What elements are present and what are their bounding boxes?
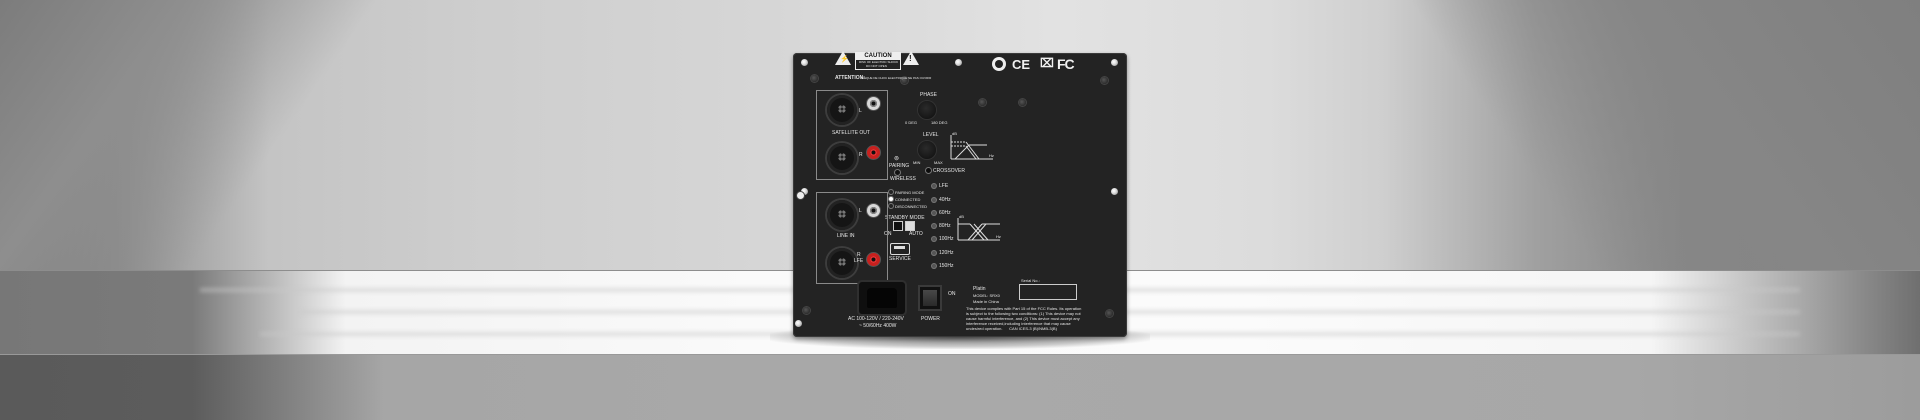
satellite-out-group [816, 90, 888, 180]
screw-icon [955, 59, 962, 66]
screw-icon [1101, 77, 1108, 84]
screw-icon [795, 320, 802, 327]
screw-icon [797, 192, 804, 199]
screw-icon [801, 59, 808, 66]
screw-icon [979, 99, 986, 106]
crossover-led-150hz [932, 264, 936, 268]
satellite-out-left-rca[interactable] [867, 97, 880, 110]
ce-mark-icon: CE [1012, 57, 1031, 72]
screw-icon [801, 188, 808, 195]
shelf-front-edge [0, 354, 1920, 355]
shadow-left [0, 0, 420, 270]
screw-icon [811, 75, 818, 82]
ac-power-inlet[interactable] [859, 282, 905, 314]
shadow-right [1400, 0, 1920, 270]
screw-icon [803, 307, 810, 314]
screw-icon [1111, 59, 1118, 66]
crossover-button[interactable] [926, 168, 931, 173]
crossover-led-100hz [932, 237, 936, 241]
pairing-button[interactable] [895, 170, 900, 175]
caution-label: CAUTION RISK OF ELECTRIC SHOCK DO NOT OP… [855, 52, 901, 70]
status-led-pairing [889, 190, 893, 194]
service-usb-port[interactable] [890, 243, 910, 255]
standby-auto-switch[interactable] [905, 221, 915, 231]
standby-on-switch[interactable] [893, 221, 903, 231]
pairing-icon: ⊚ [894, 156, 900, 162]
line-in-right-xlr[interactable] [827, 248, 857, 278]
crossover-led-40hz [932, 198, 936, 202]
status-led-connected [889, 197, 893, 201]
screw-icon [901, 77, 908, 84]
status-led-disconnected [889, 204, 893, 208]
fcc-logo-icon: FC [1057, 56, 1075, 72]
crossover-led-60hz [932, 211, 936, 215]
crossover-led-120hz [932, 251, 936, 255]
line-in-left-rca[interactable] [867, 204, 880, 217]
satellite-out-right-xlr[interactable] [827, 143, 857, 173]
amplifier-plate: ⚡ CAUTION RISK OF ELECTRIC SHOCK DO NOT … [793, 51, 1127, 337]
certification-seal-icon [992, 57, 1006, 71]
serial-number-box [1019, 284, 1077, 300]
power-rocker-switch[interactable] [920, 287, 940, 309]
satellite-out-left-xlr[interactable] [827, 95, 857, 125]
screw-icon [1106, 310, 1113, 317]
satellite-out-right-rca[interactable] [867, 146, 880, 159]
screw-icon [1019, 99, 1026, 106]
highpass-graph-icon [950, 135, 993, 160]
phase-knob[interactable] [918, 101, 936, 119]
level-knob[interactable] [918, 141, 936, 159]
screw-icon [1111, 188, 1118, 195]
shock-warning-icon: ⚡ [835, 51, 851, 65]
line-in-group [816, 192, 888, 284]
line-in-lfe-rca[interactable] [867, 253, 880, 266]
warning-icon: ! [903, 51, 919, 65]
crossover-led-lfe [932, 184, 936, 188]
shelf-front-face [0, 354, 1920, 420]
weee-bin-icon: ⌧ [1040, 56, 1054, 70]
bandpass-graph-icon [957, 218, 1000, 241]
line-in-left-xlr[interactable] [827, 200, 857, 230]
crossover-led-80hz [932, 224, 936, 228]
